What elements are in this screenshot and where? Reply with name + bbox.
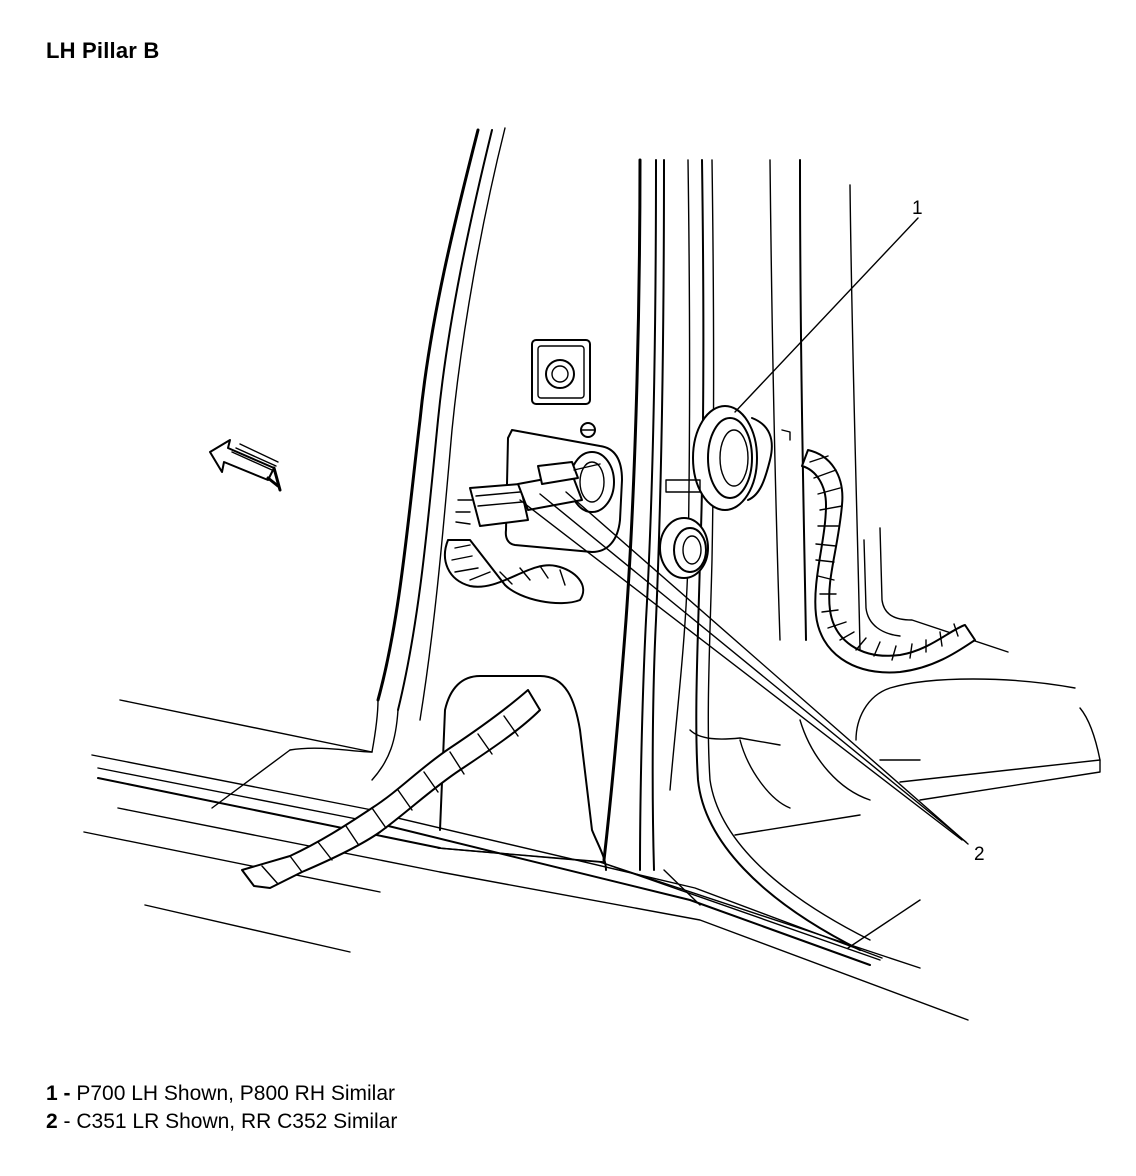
- legend-separator: -: [57, 1110, 77, 1133]
- legend: 1 - P700 LH Shown, P800 RH Similar 2 - C…: [46, 1080, 397, 1136]
- legend-item-1: 1 - P700 LH Shown, P800 RH Similar: [46, 1080, 397, 1108]
- lower-trim-panel: [437, 675, 607, 871]
- callout-1: 1: [912, 198, 923, 219]
- leader-line-2b: [539, 493, 967, 843]
- legend-text: C351 LR Shown, RR C352 Similar: [76, 1110, 398, 1133]
- callout-2: 2: [974, 844, 985, 865]
- legend-item-2: 2 - C351 LR Shown, RR C352 Similar: [46, 1108, 397, 1136]
- leader-line-2c: [565, 491, 969, 845]
- direction-arrow-icon: [209, 439, 282, 492]
- floor-lines: [83, 699, 969, 1021]
- diagram-title: LH Pillar B: [46, 38, 160, 63]
- lower-harness-wrap: [241, 689, 541, 889]
- legend-separator: -: [57, 1082, 77, 1105]
- leader-line-1: [734, 217, 919, 413]
- b-pillar: [602, 158, 871, 951]
- legend-number: 1: [46, 1082, 58, 1105]
- right-wiring-harness: [781, 429, 976, 674]
- right-floor-area: [689, 527, 1101, 809]
- leader-lines: [519, 217, 969, 845]
- p700-grommet: [665, 405, 773, 511]
- small-screw: [580, 422, 596, 438]
- legend-number: 2: [46, 1110, 58, 1133]
- legend-text: P700 LH Shown, P800 RH Similar: [76, 1082, 396, 1105]
- square-clip: [531, 339, 591, 405]
- leader-line-2a: [519, 499, 963, 841]
- c351-connector: [444, 461, 601, 605]
- left-pillar-curve: [289, 127, 506, 781]
- lower-grommet: [659, 517, 709, 579]
